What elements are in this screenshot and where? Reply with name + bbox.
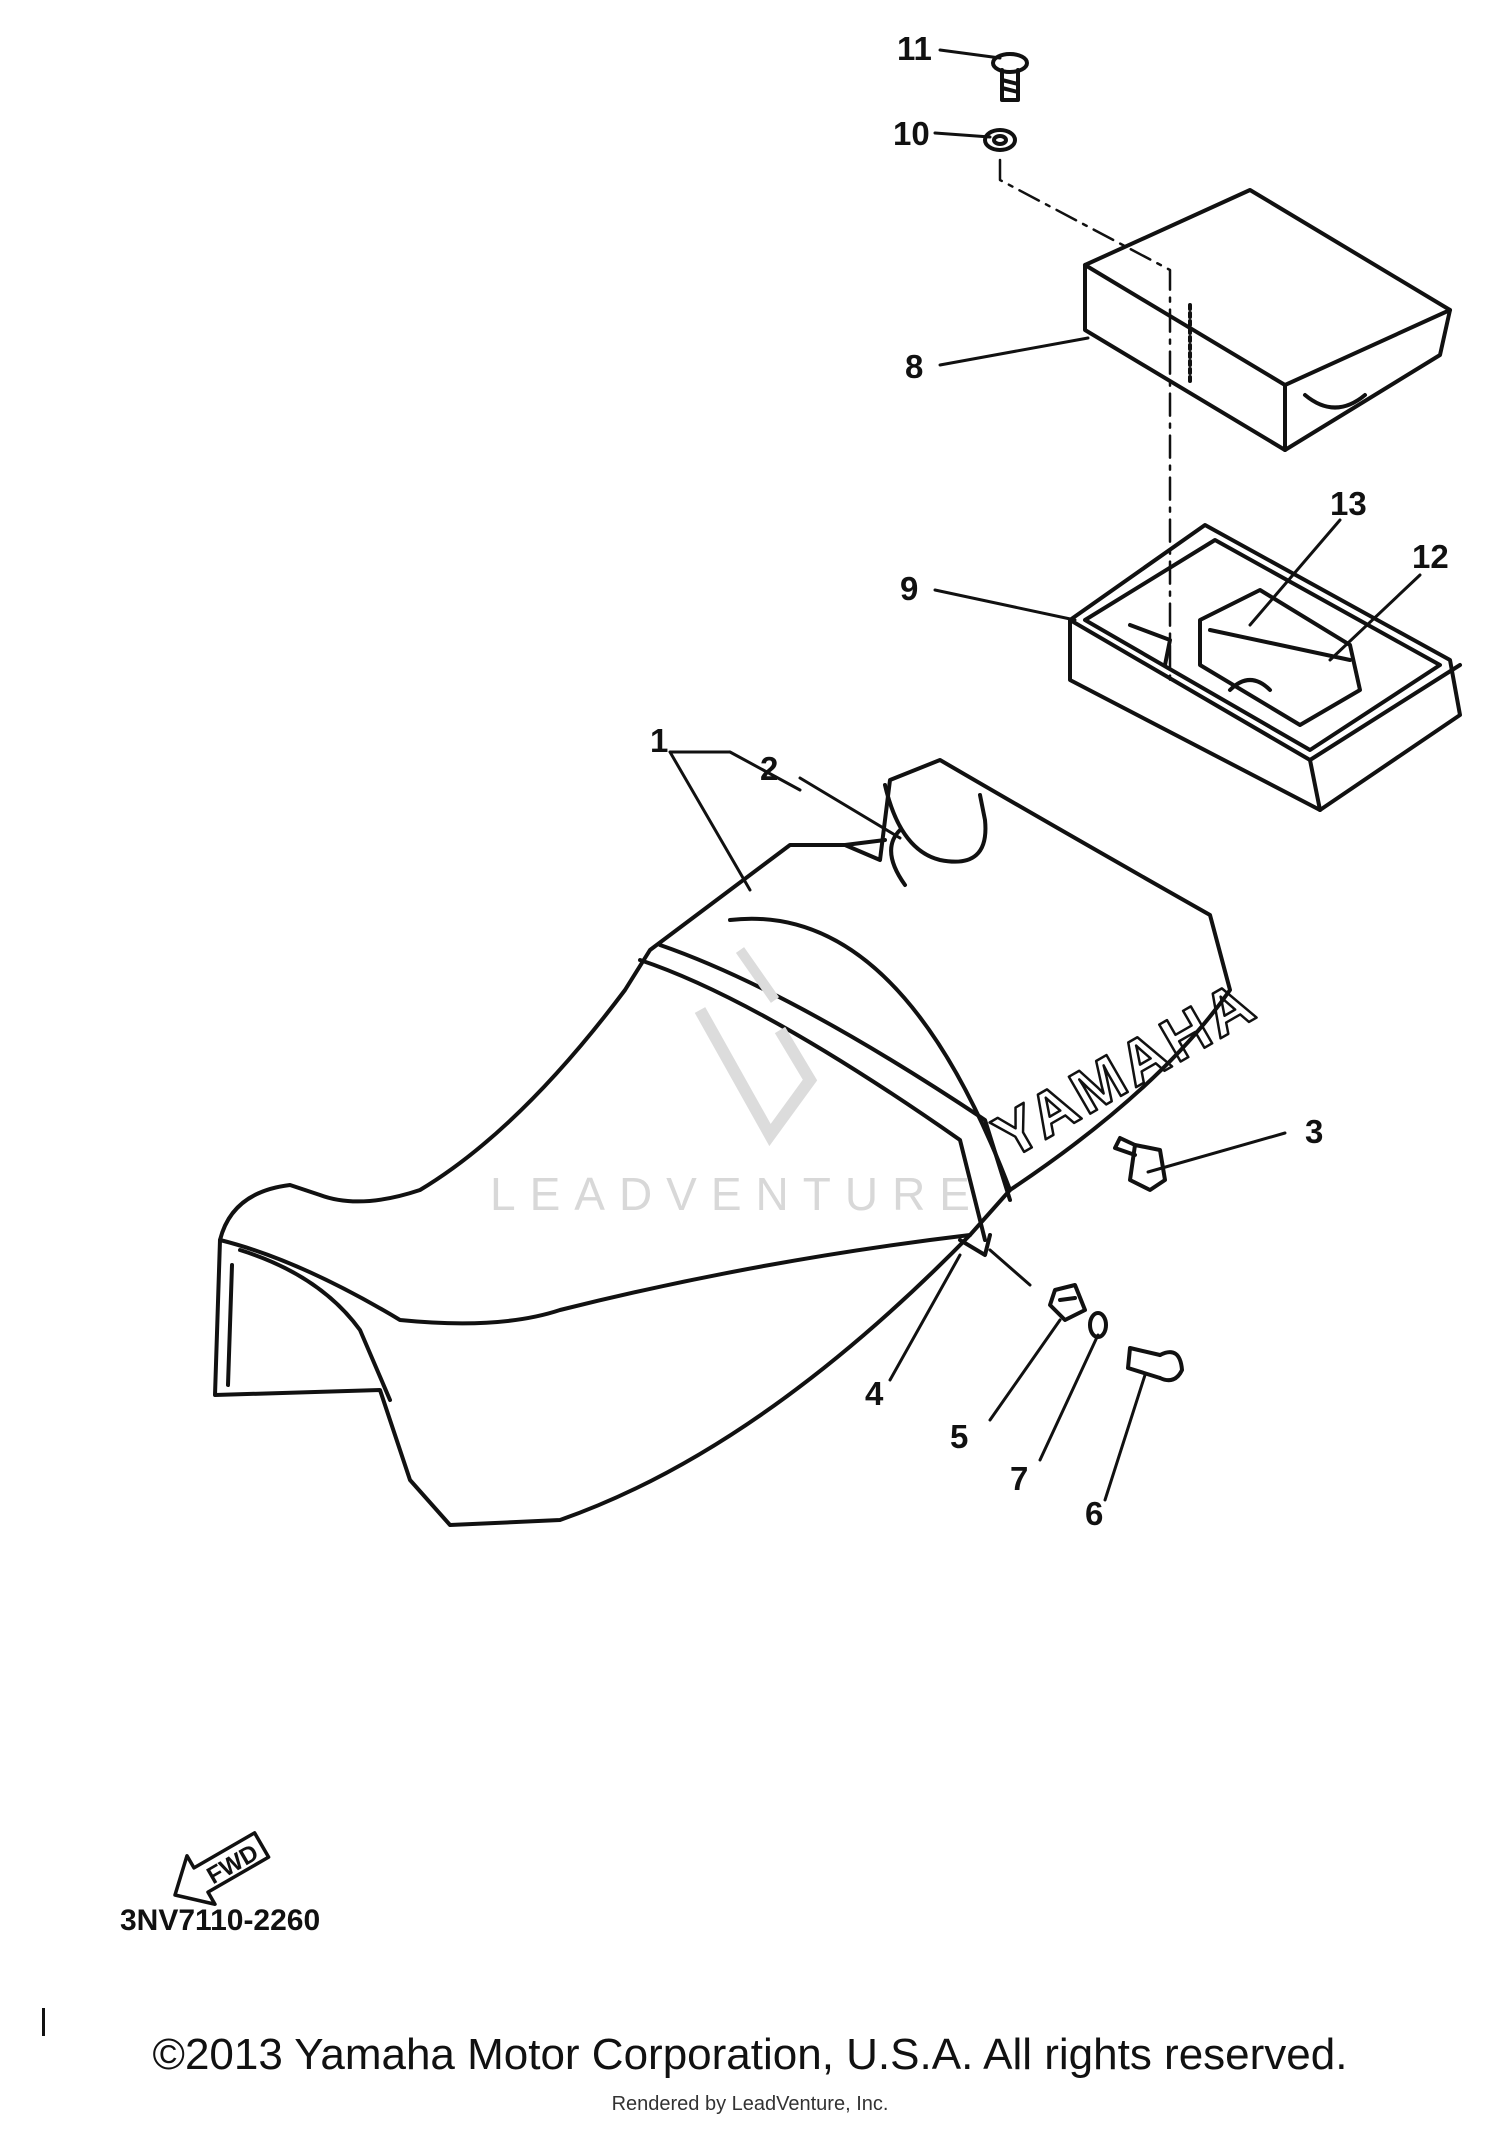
bolt-6 [1126, 1346, 1184, 1383]
callout-2: 2 [760, 750, 778, 787]
screw-11 [991, 52, 1029, 102]
clip-nut-5 [1048, 1283, 1087, 1322]
watermark-text: LEADVENTURE [490, 1168, 984, 1220]
tool-box-lid [1083, 188, 1452, 452]
callout-1: 1 [650, 722, 668, 759]
callout-12: 12 [1412, 538, 1449, 575]
washer-10 [983, 128, 1017, 152]
edge-mark [42, 2008, 45, 2036]
bolt-3 [1113, 1136, 1167, 1192]
callout-9: 9 [900, 570, 918, 607]
callout-13: 13 [1330, 485, 1367, 522]
diagram-part-number: 3NV7110-2260 [120, 1904, 320, 1937]
leader-lines [668, 48, 1422, 1502]
callout-3: 3 [1305, 1113, 1323, 1150]
callout-11: 11 [897, 30, 932, 67]
callout-10: 10 [893, 115, 930, 152]
callout-4: 4 [865, 1375, 884, 1412]
leadventure-watermark: LEADVENTURE [490, 947, 984, 1220]
callout-8: 8 [905, 348, 923, 385]
callout-7: 7 [1010, 1460, 1028, 1497]
tool-tray [1068, 523, 1462, 812]
callout-6: 6 [1085, 1495, 1103, 1532]
rendered-by-notice: Rendered by LeadVenture, Inc. [611, 2093, 889, 2115]
copyright-notice: ©2013 Yamaha Motor Corporation, U.S.A. A… [152, 2030, 1348, 2079]
callout-labels: 1 2 3 4 5 7 6 8 9 10 11 12 13 [650, 30, 1449, 1532]
washer-7 [1088, 1311, 1108, 1339]
callout-5: 5 [950, 1418, 968, 1455]
